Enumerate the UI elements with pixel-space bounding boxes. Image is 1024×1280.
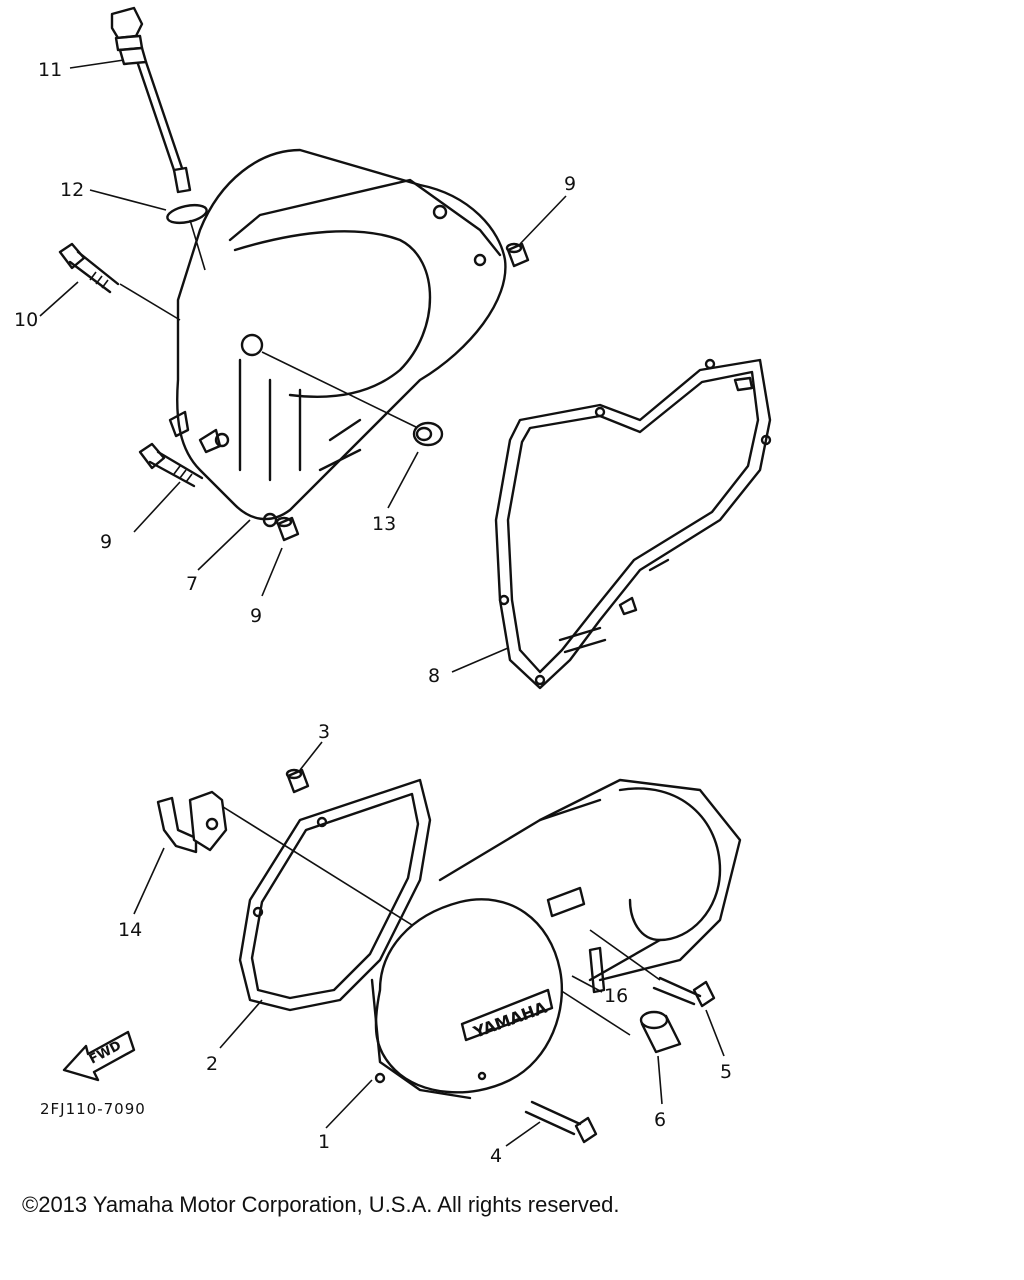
part-o-ring <box>166 203 208 225</box>
fwd-arrow-icon: FWD <box>62 1030 136 1082</box>
part-gasket-lower <box>238 778 432 1012</box>
callout-labels: 11 12 10 9 9 7 9 13 8 3 14 2 1 4 5 6 16 <box>14 59 732 1167</box>
part-generator-cover: YAMAHA <box>370 778 742 1100</box>
copyright-notice: ©2013 Yamaha Motor Corporation, U.S.A. A… <box>22 1192 620 1217</box>
part-oil-seal <box>412 421 444 447</box>
callout-4: 4 <box>490 1145 502 1167</box>
callout-leaders <box>39 59 725 1147</box>
callout-11: 10 <box>14 309 38 331</box>
part-bolt-11 <box>58 242 120 294</box>
callout-1: 1 <box>318 1131 330 1153</box>
callout-15: 14 <box>118 919 142 941</box>
part-dowel-pin-3 <box>285 768 310 794</box>
callout-14: 13 <box>372 513 396 535</box>
part-dowel-pin-upper <box>505 242 530 268</box>
part-bolt-5 <box>652 976 716 1008</box>
part-dipstick <box>110 6 192 194</box>
callout-8: 8 <box>428 665 440 687</box>
callout-10: 9 <box>100 531 112 553</box>
callout-12: 11 <box>38 59 62 81</box>
assembly-lines <box>119 219 661 1036</box>
part-plug <box>639 1010 682 1054</box>
part-dowel-pin-lower <box>275 516 300 542</box>
callout-16: 16 <box>604 985 628 1007</box>
callout-9-upper: 9 <box>564 173 576 195</box>
callout-5: 5 <box>720 1061 732 1083</box>
callout-9-lower: 9 <box>250 605 262 627</box>
callout-13: 12 <box>60 179 84 201</box>
part-bolt-4 <box>524 1100 598 1144</box>
part-bracket <box>156 790 228 854</box>
callout-7: 7 <box>186 573 198 595</box>
part-gasket-upper <box>494 358 772 690</box>
callout-6: 6 <box>654 1109 666 1131</box>
callout-2: 2 <box>206 1053 218 1075</box>
callout-3: 3 <box>318 721 330 743</box>
part-crankcase-cover <box>168 148 507 528</box>
diagram-code: 2FJ110-7090 <box>40 1100 146 1118</box>
part-bolt-10 <box>138 442 204 488</box>
